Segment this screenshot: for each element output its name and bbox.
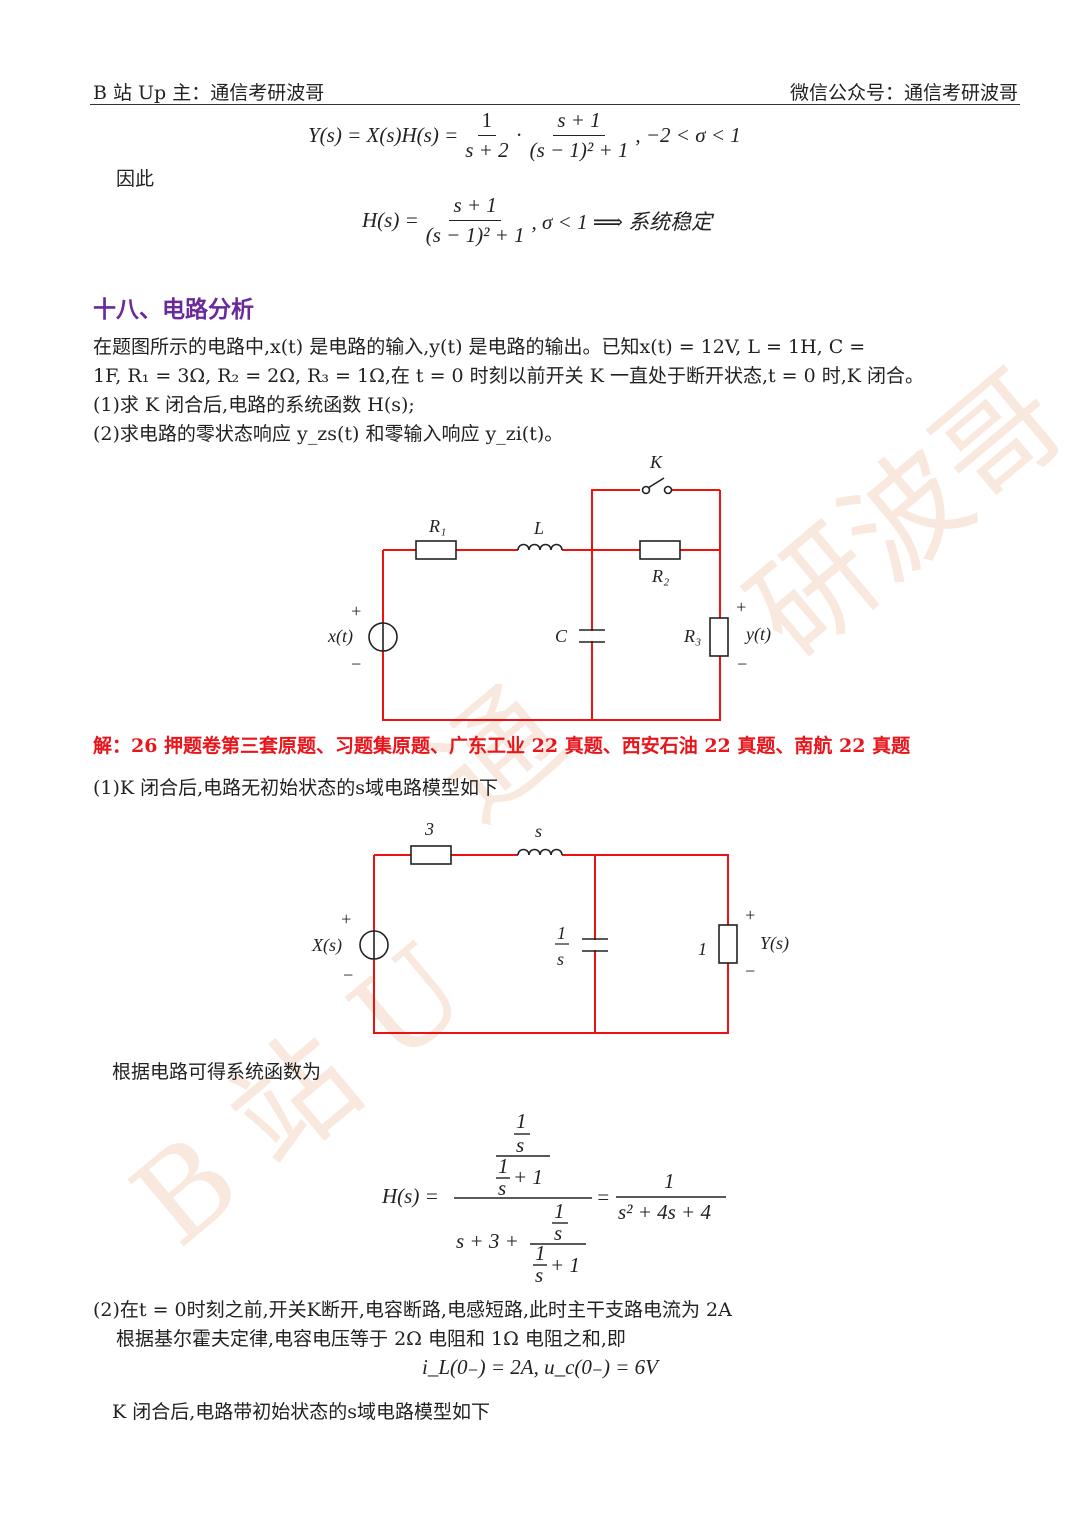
solution-source: 解：26 押题卷第三套原题、习题集原题、广东工业 22 真题、西安石油 22 真…	[93, 735, 911, 757]
eq2-tail: , σ < 1 ⟹ 系统稳定	[531, 209, 713, 234]
part1-text: (1)K 闭合后,电路无初始状态的s域电路模型如下	[93, 777, 498, 799]
part2-line2: 根据基尔霍夫定律,电容电压等于 2Ω 电阻和 1Ω 电阻之和,即	[116, 1328, 626, 1350]
header-right: 微信公众号：通信考研波哥	[789, 82, 1018, 104]
problem-text: 在题图所示的电路中,x(t) 是电路的输入,y(t) 是电路的输出。已知x(t)…	[93, 333, 1043, 449]
eq3-rhs-num: 1	[664, 1169, 675, 1193]
eq3-bot-den-s: s	[535, 1263, 543, 1287]
eq1-f2-den: (s − 1)² + 1	[529, 138, 629, 162]
eq2-den: (s − 1)² + 1	[425, 223, 525, 247]
r3-resistor	[709, 617, 729, 657]
eq3-top-den-one: 1	[498, 1154, 509, 1178]
label-y: y(t)	[744, 624, 771, 645]
label-s: s	[535, 821, 542, 841]
minus-y: −	[736, 654, 748, 674]
plus-x: +	[350, 601, 362, 621]
minus-xs: −	[342, 965, 354, 985]
eq3-bot-one: 1	[554, 1199, 565, 1223]
label-c-num: 1	[557, 923, 566, 943]
eq3-top-s: s	[516, 1133, 524, 1157]
label-1: 1	[698, 939, 707, 959]
label-c-den: s	[557, 949, 564, 969]
eq3-s3: s + 3 +	[456, 1229, 519, 1253]
header-rule	[90, 104, 1020, 105]
label-x: x(t)	[327, 626, 353, 647]
eq2-num: s + 1	[449, 193, 501, 221]
eq1-f2-num: s + 1	[553, 108, 605, 136]
eq3-top-den-s: s	[498, 1176, 506, 1200]
eq1-f1-num: 1	[477, 108, 497, 136]
therefore: 因此	[116, 168, 155, 190]
eq3-top-plus1: + 1	[513, 1165, 543, 1189]
part2-line1: (2)在t = 0时刻之前,开关K断开,电容断路,电感短路,此时主干支路电流为 …	[93, 1299, 732, 1321]
eq3-lhs: H(s) =	[381, 1184, 439, 1208]
eq3-bot-den-one: 1	[535, 1241, 546, 1265]
label-c: C	[555, 626, 568, 646]
minus-x: −	[350, 654, 362, 674]
problem-line2: 1F, R₁ = 3Ω, R₂ = 2Ω, R₃ = 1Ω,在 t = 0 时刻…	[93, 365, 925, 387]
eq3-bot-plus1: + 1	[550, 1253, 580, 1277]
label-k: K	[649, 452, 663, 472]
label-ys: Y(s)	[760, 933, 789, 954]
circuit-diagram-1: K R₁ L R₂ C R₃ x(t) y(t) + − + −	[327, 452, 771, 721]
eq3-top-one: 1	[516, 1109, 527, 1133]
eq2-lhs: H(s) =	[362, 208, 419, 232]
label-r1: R₁	[428, 516, 446, 536]
plus-xs: +	[340, 909, 352, 929]
inductor	[517, 543, 563, 551]
eq1-dot: ·	[515, 123, 523, 147]
eq1-tail: , −2 < σ < 1	[635, 123, 741, 147]
equation-h: H(s) = s + 1(s − 1)² + 1 , σ < 1 ⟹ 系统稳定	[362, 193, 712, 248]
eq1-f1-den: s + 2	[465, 138, 509, 162]
plus-ys: +	[744, 905, 756, 925]
circuit-diagram-2: 3 s 1 s 1 X(s) Y(s) + − + −	[311, 819, 789, 1034]
header-left: B 站 Up 主：通信考研波哥	[93, 82, 325, 104]
label-r2: R₂	[651, 566, 669, 586]
initial-conditions: i_L(0₋) = 2A, u_c(0₋) = 6V	[422, 1355, 658, 1379]
eq3-rhs-den: s² + 4s + 4	[618, 1200, 711, 1224]
eq3-equals: =	[596, 1185, 610, 1209]
eq1-lhs: Y(s) = X(s)H(s) =	[308, 123, 459, 147]
problem-line3: (1)求 K 闭合后,电路的系统函数 H(s);	[93, 394, 415, 416]
label-3: 3	[424, 819, 434, 839]
minus-ys: −	[744, 961, 756, 981]
problem-line1: 在题图所示的电路中,x(t) 是电路的输入,y(t) 是电路的输出。已知x(t)…	[93, 336, 866, 358]
section-title: 十八、电路分析	[93, 296, 254, 323]
problem-line4: (2)求电路的零状态响应 y_zs(t) 和零输入响应 y_zi(t)。	[93, 423, 564, 445]
equation-h-nested: H(s) = 1 s 1 s + 1 s + 3 + 1 s 1 s + 1 =…	[381, 1109, 726, 1287]
label-xs: X(s)	[311, 935, 342, 956]
label-l: L	[533, 518, 544, 538]
part1b-text: 根据电路可得系统函数为	[112, 1061, 322, 1083]
plus-y: +	[735, 597, 747, 617]
label-r3: R₃	[683, 626, 701, 646]
eq3-bot-s: s	[554, 1221, 562, 1245]
part2-line3: K 闭合后,电路带初始状态的s域电路模型如下	[112, 1401, 491, 1423]
